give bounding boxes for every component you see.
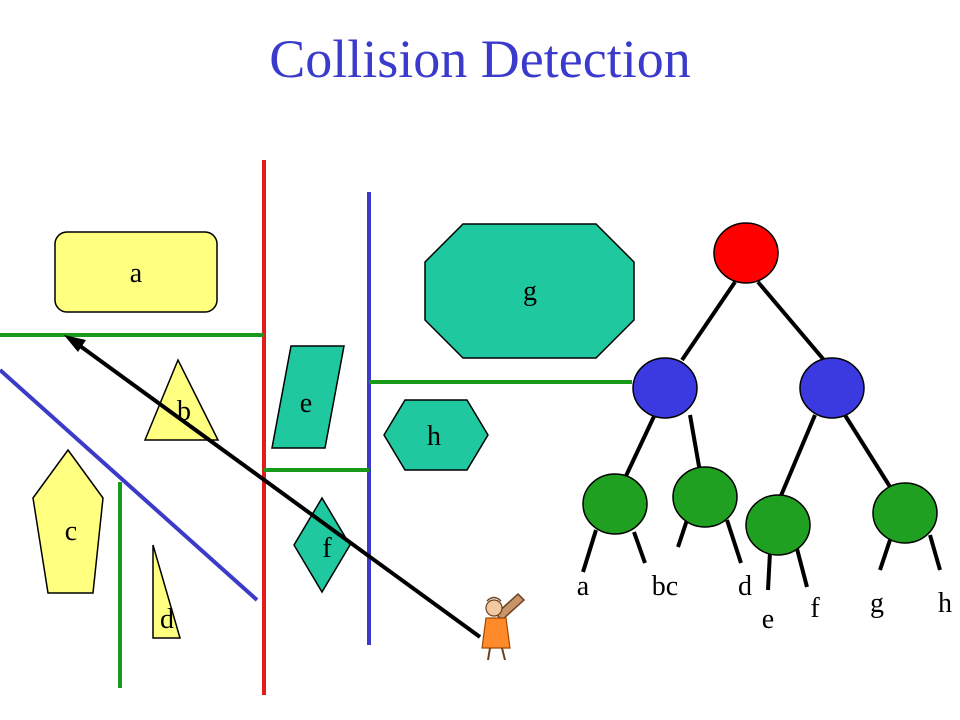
tree-leaf-node-ef: [745, 494, 811, 556]
shape-f: f: [293, 496, 351, 594]
tree-leaf-label-a: a: [577, 571, 590, 602]
tree-leaf-node-bcd: [672, 466, 738, 528]
partition-lines: [0, 160, 632, 695]
shape-g: g: [424, 223, 635, 359]
shape-e-label: e: [300, 388, 312, 419]
tree-node-left: [632, 357, 698, 419]
tree-leaf-label-f: f: [810, 593, 820, 624]
shape-c-label: c: [65, 516, 77, 547]
shape-h-label: h: [427, 421, 441, 452]
tree-leaf-label-g: g: [870, 588, 884, 619]
shape-d: d: [152, 544, 181, 639]
shape-c: c: [32, 448, 104, 594]
tree-node-right: [799, 357, 865, 419]
tree-leaf-labels: a bc d e f g h: [577, 571, 952, 635]
blue-split-line-diagonal: [0, 368, 259, 602]
tree-leaf-node-gh: [872, 482, 938, 544]
tree-edges: [581, 280, 942, 591]
tree-leaf-node-a: [582, 473, 648, 535]
shape-h: h: [383, 399, 489, 471]
tree-leaf-label-e: e: [762, 604, 774, 635]
tree-leaf-label-h: h: [938, 588, 952, 619]
tree-nodes: [582, 222, 938, 556]
shape-a: a: [54, 231, 218, 313]
shape-a-label: a: [130, 258, 143, 289]
trajectory-arrow: [64, 335, 482, 639]
page-title: Collision Detection: [269, 29, 691, 89]
shape-e: e: [271, 345, 345, 449]
caveman-with-club-icon: [481, 592, 526, 661]
tree-root-node: [713, 222, 779, 284]
tree-leaf-label-d: d: [738, 571, 752, 602]
shape-d-label: d: [160, 604, 174, 635]
shape-g-label: g: [523, 276, 537, 307]
tree-leaf-label-bc: bc: [652, 571, 678, 602]
shape-f-label: f: [322, 533, 332, 564]
